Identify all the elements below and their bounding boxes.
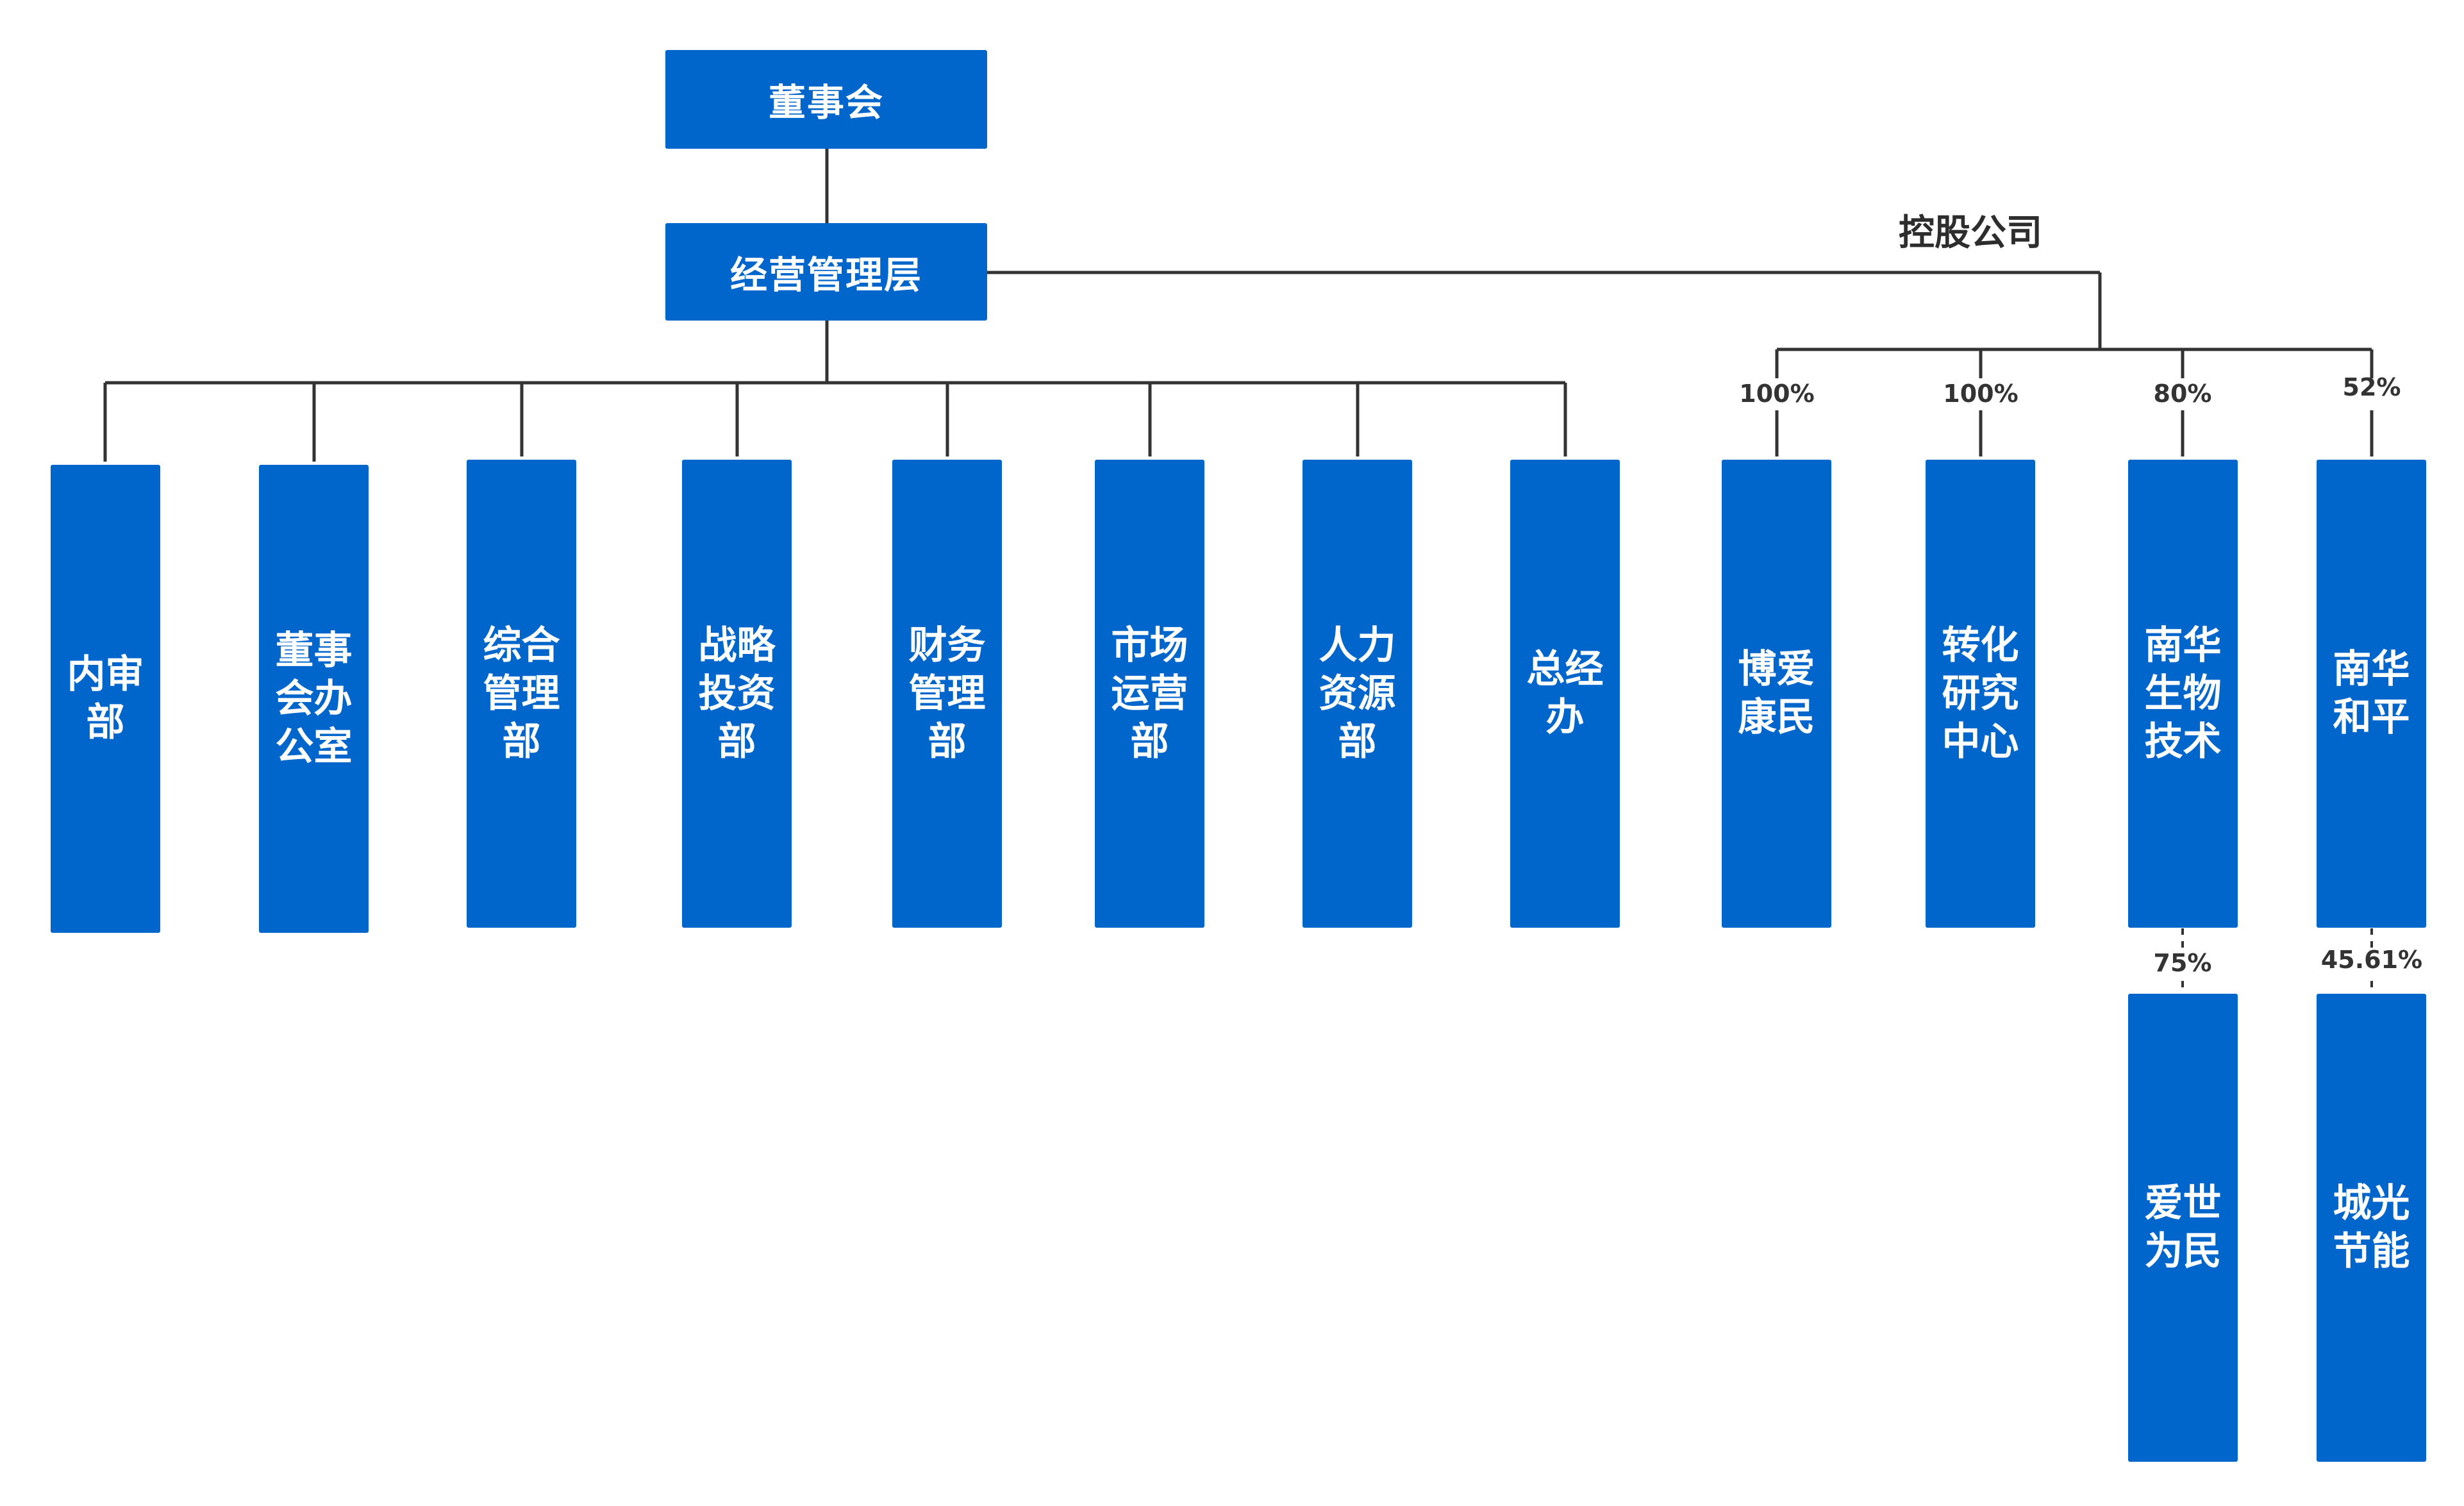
subsidiary-box: 南华和平 <box>2317 460 2426 928</box>
department-box: 董事会办公室 <box>259 465 369 933</box>
root-label: 董事会 <box>768 81 884 124</box>
department-box: 财务管理部 <box>892 460 1002 928</box>
share-label: 100% <box>1943 380 2019 408</box>
child-subsidiary-box: 爱世为民 <box>2128 994 2238 1462</box>
subsidiary-box: 转化研究中心 <box>1926 460 2035 928</box>
department-label: 人力资源部 <box>1319 623 1396 764</box>
share-label: 80% <box>2153 380 2212 408</box>
management-label: 经营管理层 <box>729 253 922 297</box>
child-subsidiary-box: 城光节能 <box>2317 994 2426 1462</box>
root-box: 董事会 <box>665 50 987 149</box>
department-box: 内审部 <box>51 465 160 933</box>
subsidiary-label: 博爱康民 <box>1738 647 1815 740</box>
department-box: 市场运营部 <box>1095 460 1204 928</box>
department-label: 市场运营部 <box>1111 623 1188 764</box>
child-share-label: 75% <box>2153 949 2212 977</box>
subsidiary-box: 南华生物技术 <box>2128 460 2238 928</box>
department-label: 财务管理部 <box>908 623 986 764</box>
department-label: 总经办 <box>1526 647 1604 740</box>
management-box: 经营管理层 <box>665 223 987 321</box>
department-label: 董事会办公室 <box>275 628 353 769</box>
subsidiary-box: 博爱康民 <box>1722 460 1831 928</box>
holdings-title: 控股公司 <box>1899 212 2042 254</box>
child-subsidiary-label: 爱世为民 <box>2144 1181 2222 1274</box>
subsidiary-label: 南华生物技术 <box>2144 623 2222 764</box>
department-label: 综合管理部 <box>483 623 560 764</box>
share-label: 52% <box>2342 373 2401 401</box>
child-share-label: 45.61% <box>2320 946 2423 974</box>
subsidiary-label: 南华和平 <box>2333 647 2410 740</box>
department-label: 内审部 <box>67 652 144 745</box>
department-box: 人力资源部 <box>1303 460 1412 928</box>
department-box: 总经办 <box>1510 460 1620 928</box>
department-label: 战略投资部 <box>698 623 776 764</box>
department-box: 战略投资部 <box>682 460 792 928</box>
subsidiary-label: 转化研究中心 <box>1942 623 2019 764</box>
share-label: 100% <box>1739 380 1815 408</box>
child-subsidiary-label: 城光节能 <box>2333 1181 2410 1274</box>
department-box: 综合管理部 <box>467 460 576 928</box>
